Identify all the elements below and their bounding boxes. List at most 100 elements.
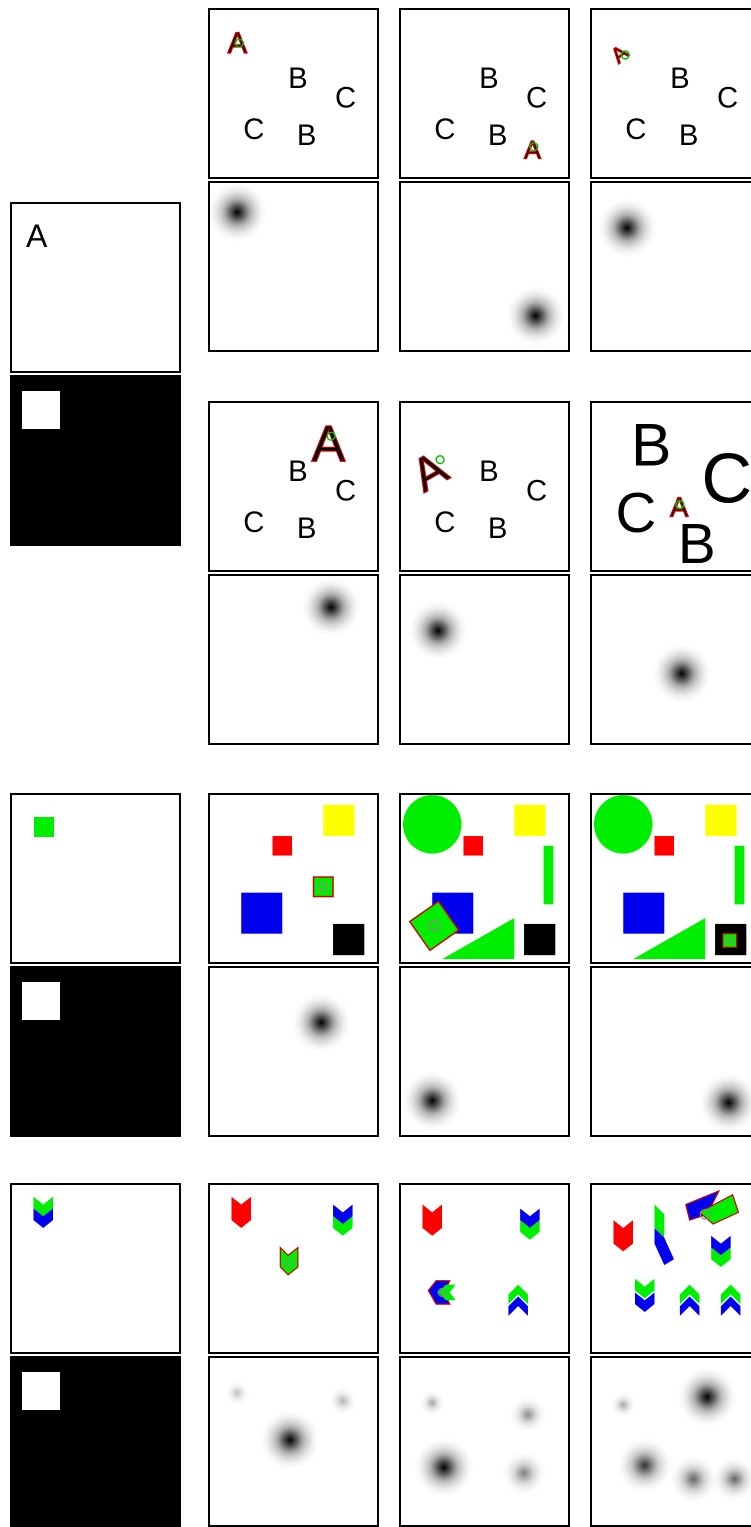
scene-letter: C [526,82,547,115]
scene-letter: B [678,513,716,570]
heatmap [401,576,568,743]
query-mask-panel [10,966,181,1137]
result-image-panel [208,1183,379,1354]
scene-letter: C [335,475,356,508]
result-image-panel [208,793,379,964]
heatmap [592,1358,751,1525]
result-scene [210,1185,377,1352]
result-image-panel: A B C C B [208,401,379,572]
mask-window [22,391,60,429]
heatmap-peak [676,1366,739,1429]
heatmap-peak [224,1379,251,1406]
blue-square [241,893,282,934]
heatmap [592,183,751,350]
red-square [655,836,675,856]
heatmap-panel [590,181,751,352]
scene-letter: B [488,512,508,545]
query-mask-panel [10,375,181,546]
heatmap-panel [208,966,379,1137]
green-square [314,877,334,897]
result-image-panel: B C C A B [590,401,751,572]
scene-letter: B [670,62,690,95]
query-panel-chevron [10,1183,181,1354]
yellow-square [705,805,736,836]
heatmap-peak [501,1450,548,1497]
red-square [273,836,293,856]
result-scene: A B C C B [210,10,377,177]
result-scene [592,1185,751,1352]
result-scene [401,795,568,962]
result-scene: A B C C B [401,403,568,570]
heatmap [210,183,377,350]
heatmap-panel [208,181,379,352]
result-scene [592,795,751,962]
red-square [464,836,484,856]
heatmap-peak [413,1436,476,1499]
heatmap-panel [590,574,751,745]
heatmap-panel [208,574,379,745]
scene-letter: C [243,113,264,146]
scene-letter: B [488,119,508,152]
heatmap-peak [407,599,470,662]
heatmap-peak [300,576,363,639]
query-mask-panel [10,1356,181,1527]
heatmap-peak [210,183,269,244]
heatmap-peak [505,285,568,348]
result-image-panel: A B C C B [399,401,570,572]
query-chevron-icon [12,1185,179,1352]
green-circle [594,795,653,854]
scene-letter: C [434,113,455,146]
scene-letter: C [243,506,264,539]
scene-letter: A [403,441,457,502]
query-panel-green-square [10,793,181,964]
result-image-panel [399,793,570,964]
green-circle [403,795,462,854]
mask-window [22,982,60,1020]
scene-letter: A [312,416,346,473]
heatmap [592,576,751,743]
scene-letter: B [679,119,699,152]
scene-letter: B [288,62,308,95]
green-bar [544,846,554,905]
green-bar [735,846,745,905]
query-letter: A [26,220,47,252]
scene-letter: C [434,506,455,539]
query-panel-letter-a: A [10,202,181,373]
heatmap-peak [615,1436,674,1495]
result-scene: B C C B A [401,10,568,177]
result-image-panel: B C C B A [399,8,570,179]
blue-square [623,893,664,934]
heatmap-peak [401,1070,464,1133]
yellow-square [323,805,354,836]
heatmap-peak [259,1409,322,1472]
red-chevron-icon [422,1205,442,1236]
scene-letter: C [526,475,547,508]
heatmap-peak [508,1395,547,1434]
heatmap [210,968,377,1135]
scene-letter: C [615,482,656,545]
scene-letter: A [228,27,248,60]
black-square [333,924,364,955]
scene-letter: B [297,512,317,545]
result-image-panel [590,793,751,964]
scene-letter: C [335,82,356,115]
result-scene [401,1185,568,1352]
scene-letter: C [625,113,646,146]
heatmap-peak [596,197,659,260]
heatmap-peak [711,1456,751,1503]
scene-letter: B [297,119,317,152]
heatmap-panel [399,966,570,1137]
yellow-square [514,805,545,836]
red-chevron-icon [231,1197,251,1228]
result-scene: A B C C B [592,10,751,177]
heatmap-peak [697,1072,751,1135]
result-image-panel [590,1183,751,1354]
scene-letter: C [717,82,738,115]
query-green-square [34,817,54,837]
heatmap [210,1358,377,1525]
scene-letter: B [479,62,499,95]
heatmap-peak [290,991,353,1054]
result-scene: B C C A B [592,403,751,570]
heatmap-peak [651,642,714,705]
result-image-panel: A B C C B [590,8,751,179]
